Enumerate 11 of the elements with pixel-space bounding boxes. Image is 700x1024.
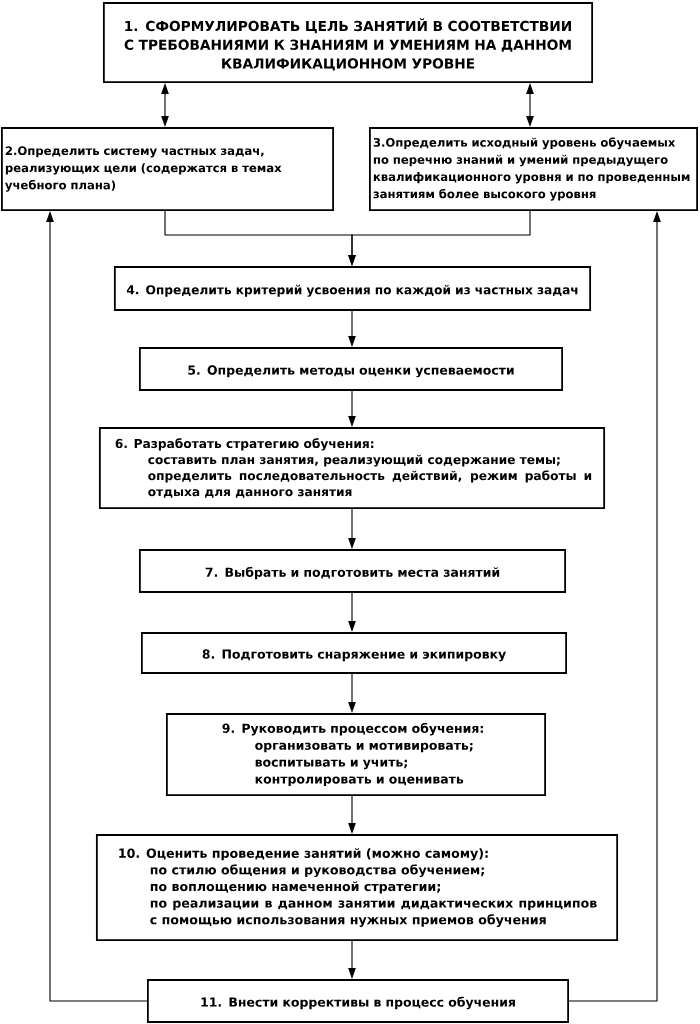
process-box: 8. Подготовить снаряжение и экипировку: [141, 632, 567, 674]
process-box: 4. Определить критерий усвоения по каждой из частных задач: [113, 266, 592, 311]
process-box: 11. Внести коррективы в процесс обучения: [147, 979, 569, 1023]
process-box: 1. СФОРМУЛИРОВАТЬ ЦЕЛЬ ЗАНЯТИЙ В СООТВЕТСТВИИ С ТРЕБОВАНИЯМИ К ЗНАНИЯМ И УМЕНИЯМ НА ДАННОМ КВАЛИФИКАЦИОННОМ УРОВНЕ: [102, 2, 594, 83]
process-box: 7. Выбрать и подготовить места занятий: [139, 549, 566, 593]
process-box: 5. Определить методы оценки успеваемости: [139, 347, 563, 391]
process-box: 2.Определить систему частных задач, реализующих цели (содержатся в темах учебного плана): [1, 127, 334, 211]
process-box: 3.Определить исходный уровень обучаемых по перечню знаний и умений предыдущего квалификационного уровня и по проведенным занятиям более высокого уровня: [369, 127, 698, 211]
process-box: 9. Руководить процессом обучения: организовать и мотивировать; воспитывать и учить; контролировать и оценивать: [166, 713, 546, 796]
process-box: 6. Разработать стратегию обучения: составить план занятия, реализующий содержание темы; определить последовательность действий, режим работы и отдыха для данного занятия: [98, 427, 606, 509]
process-box: 10. Оценить проведение занятий (можно самому): по стилю общения и руководства обучением; по воплощению намеченной стратегии; по реализации в данном занятии дидактических принципов с помощью использования нужных приемов обучения: [95, 834, 619, 941]
